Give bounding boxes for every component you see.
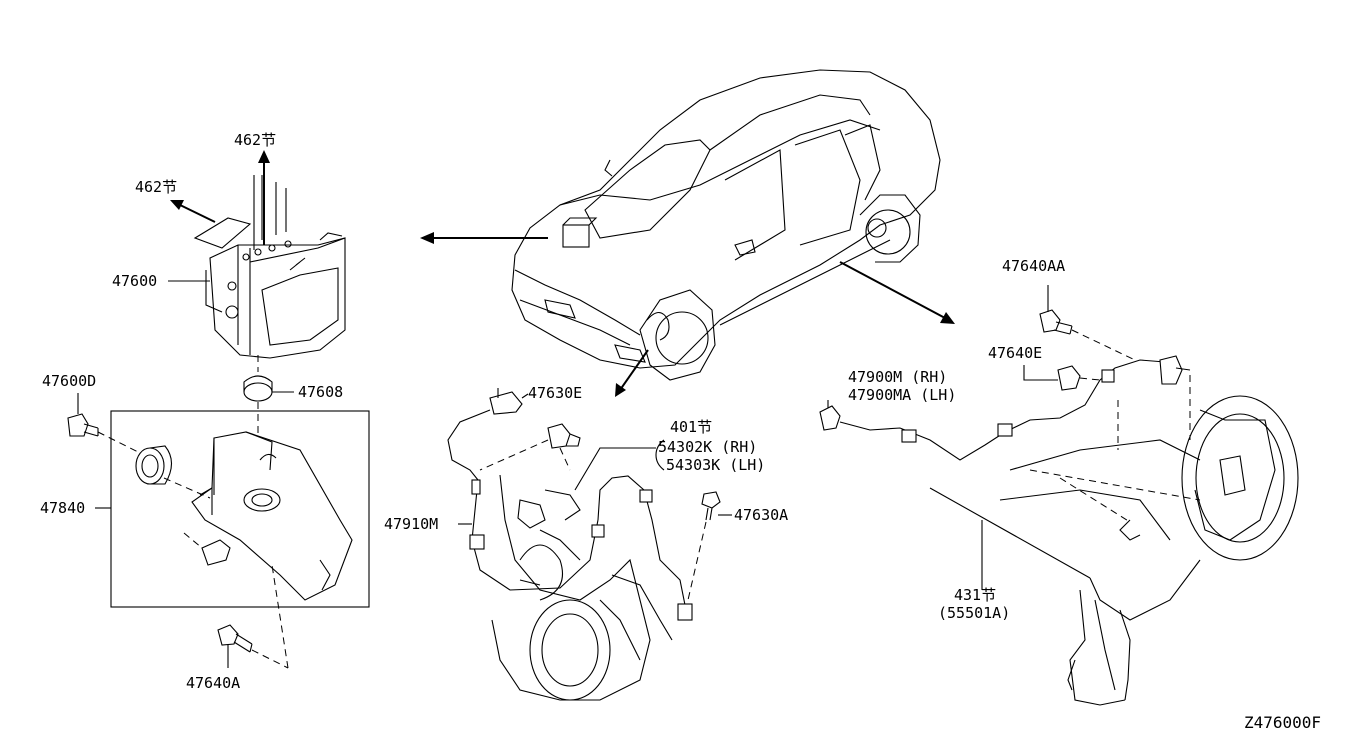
- label-401: 401节: [670, 418, 712, 436]
- label-47900M: 47900M (RH): [848, 368, 947, 386]
- abs-actuator-47600: [193, 175, 346, 359]
- grommet-47608: [243, 355, 294, 470]
- label-47640AA: 47640AA: [1002, 257, 1065, 275]
- label-47840: 47840: [40, 499, 85, 517]
- label-55501A: (55501A): [938, 604, 1010, 622]
- diagram-code: Z476000F: [1244, 713, 1321, 732]
- label-462-left: 462节: [135, 178, 177, 196]
- label-47600: 47600: [112, 272, 157, 290]
- label-47910M: 47910M: [384, 515, 438, 533]
- label-47630E: 47630E: [528, 384, 582, 402]
- rear-sensor-assembly: [819, 285, 1299, 706]
- bracket-47840: [135, 431, 353, 601]
- label-47600D: 47600D: [42, 372, 96, 390]
- bolt-47640A: [217, 564, 289, 669]
- car-illustration: [511, 69, 941, 381]
- front-sensor-assembly: [447, 388, 721, 701]
- label-47900MA: 47900MA (LH): [848, 386, 956, 404]
- label-47640A: 47640A: [186, 674, 240, 692]
- label-54302K: 54302K (RH): [658, 438, 757, 456]
- label-47630A: 47630A: [734, 506, 788, 524]
- label-47608: 47608: [298, 383, 343, 401]
- label-431: 431节: [954, 586, 996, 604]
- bolt-47600D: [67, 393, 139, 453]
- label-462-top: 462节: [234, 131, 276, 149]
- label-47640E: 47640E: [988, 344, 1042, 362]
- bracket-group-frame: [110, 410, 370, 608]
- label-54303K: 54303K (LH): [666, 456, 765, 474]
- callouts-462: 462节 462节: [135, 131, 276, 245]
- car-arrows: [420, 232, 955, 397]
